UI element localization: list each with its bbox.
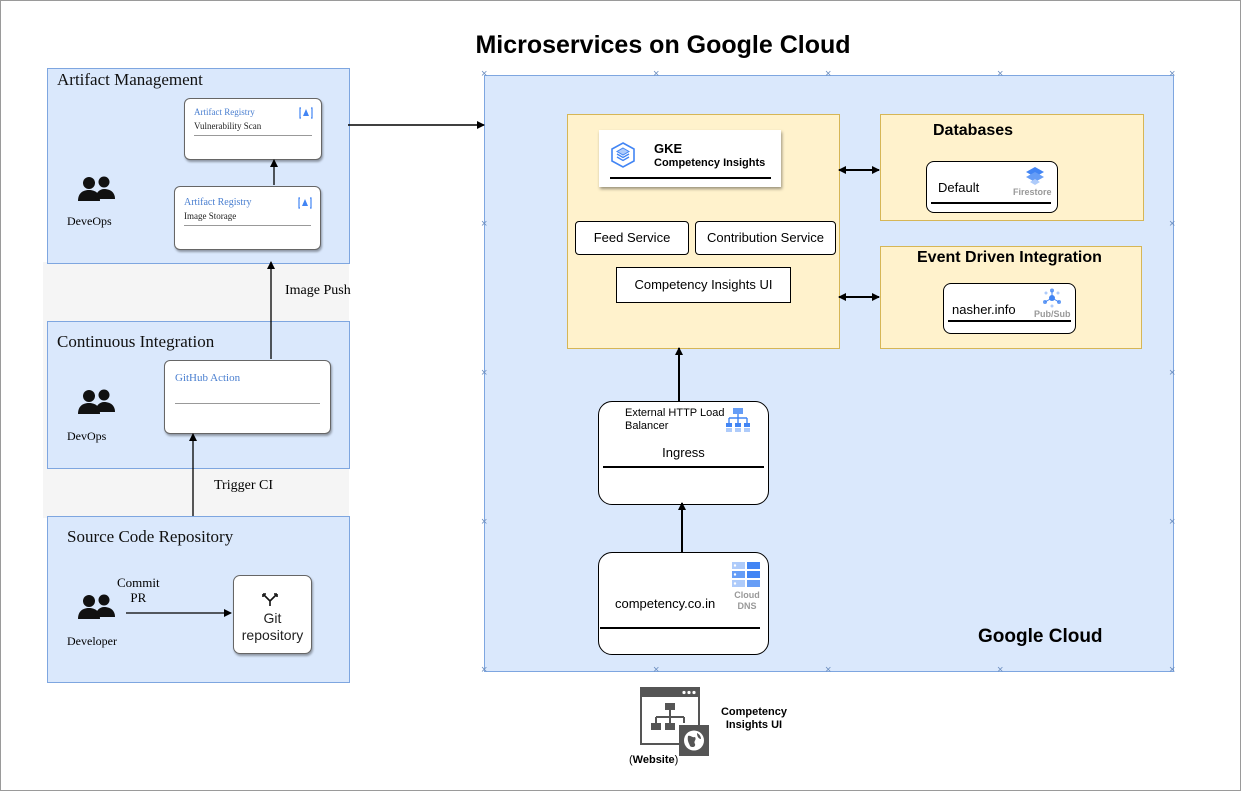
github-action-card[interactable]: GitHub Action [164,360,331,434]
website-caption: (Website) [629,754,678,766]
pubsub-topic-card[interactable]: nasher.info Pub/Sub [943,283,1076,334]
databases-title: Databases [933,122,1014,139]
image-storage-card[interactable]: Artifact Registry Image Storage [174,186,321,250]
continuous-integration-stage: Continuous Integration DevOps GitHub Act… [47,321,350,469]
databases-group: Databases Default Firestore [880,114,1144,221]
contribution-service[interactable]: Contribution Service [695,221,836,255]
commit-pr-label: Commit PR [117,575,160,605]
git-branch-icon [262,593,278,606]
website-caption-close: ) [674,754,679,766]
load-balancer-name: External HTTP Load Balancer [625,407,725,432]
stage-title: Artifact Management [57,70,203,89]
event-integration-title: Event Driven Integration [917,249,1102,266]
artifact-management-stage: Artifact Management DeveOps Artifact Reg… [47,68,350,264]
google-cloud-label: Google Cloud [978,626,1103,647]
gke-name: GKE [654,141,683,156]
stage-role: Developer [67,634,117,648]
cloud-dns-label: Cloud DNS [734,590,760,611]
database-name: Default [938,180,980,195]
pubsub-icon [1043,288,1061,308]
gke-cluster: GKE Competency Insights Feed Service Con… [567,114,840,349]
developer-icon [78,594,115,619]
event-integration-group: Event Driven Integration nasher.info Pub… [880,246,1142,349]
firestore-icon [1026,167,1044,185]
card-product: Artifact Registry [184,197,252,208]
feed-service[interactable]: Feed Service [575,221,689,255]
git-repository-card[interactable]: Git repository [233,575,312,654]
pubsub-label: Pub/Sub [1034,309,1071,319]
firestore-label: Firestore [1013,187,1052,197]
topic-name: nasher.info [952,302,1016,317]
website-icon [640,687,709,756]
firestore-default-card[interactable]: Default Firestore [926,161,1058,213]
stage-title: Source Code Repository [67,527,234,546]
ingress-label: Ingress [662,445,705,460]
card-product: Artifact Registry [194,107,255,117]
page-title: Microservices on Google Cloud [475,31,851,59]
cloud-dns-card[interactable]: Cloud DNS competency.co.in [598,552,769,655]
git-repository-label: Git repository [241,610,304,643]
artifact-registry-icon [299,107,313,119]
stage-role: DevOps [67,429,107,443]
card-task: Image Storage [184,211,237,221]
card-task: Vulnerability Scan [194,121,262,131]
website-caption-text: Website [632,754,675,766]
competency-insights-ui-service[interactable]: Competency Insights UI [616,267,791,303]
stage-title: Continuous Integration [57,332,215,351]
gke-icon [611,142,635,168]
cloud-dns-icon [732,562,760,587]
trigger-ci-label: Trigger CI [214,478,273,493]
source-code-stage: Source Code Repository Developer Git rep… [47,516,350,683]
image-push-label: Image Push [285,283,351,298]
gke-header-card: GKE Competency Insights [599,130,781,187]
card-product: GitHub Action [175,372,241,384]
gke-subtitle: Competency Insights [654,157,766,169]
team-icon [78,176,115,201]
vulnerability-scan-card[interactable]: Artifact Registry Vulnerability Scan [184,98,322,160]
stage-role: DeveOps [67,214,112,228]
load-balancer-icon [726,408,750,432]
load-balancer-card[interactable]: External HTTP Load Balancer Ingress [598,401,769,505]
website-caption-open: ( [629,754,633,766]
artifact-registry-icon [298,197,312,209]
team-icon [78,389,115,414]
dns-domain: competency.co.in [615,596,716,611]
website-name: Competency Insights UI [720,706,788,731]
